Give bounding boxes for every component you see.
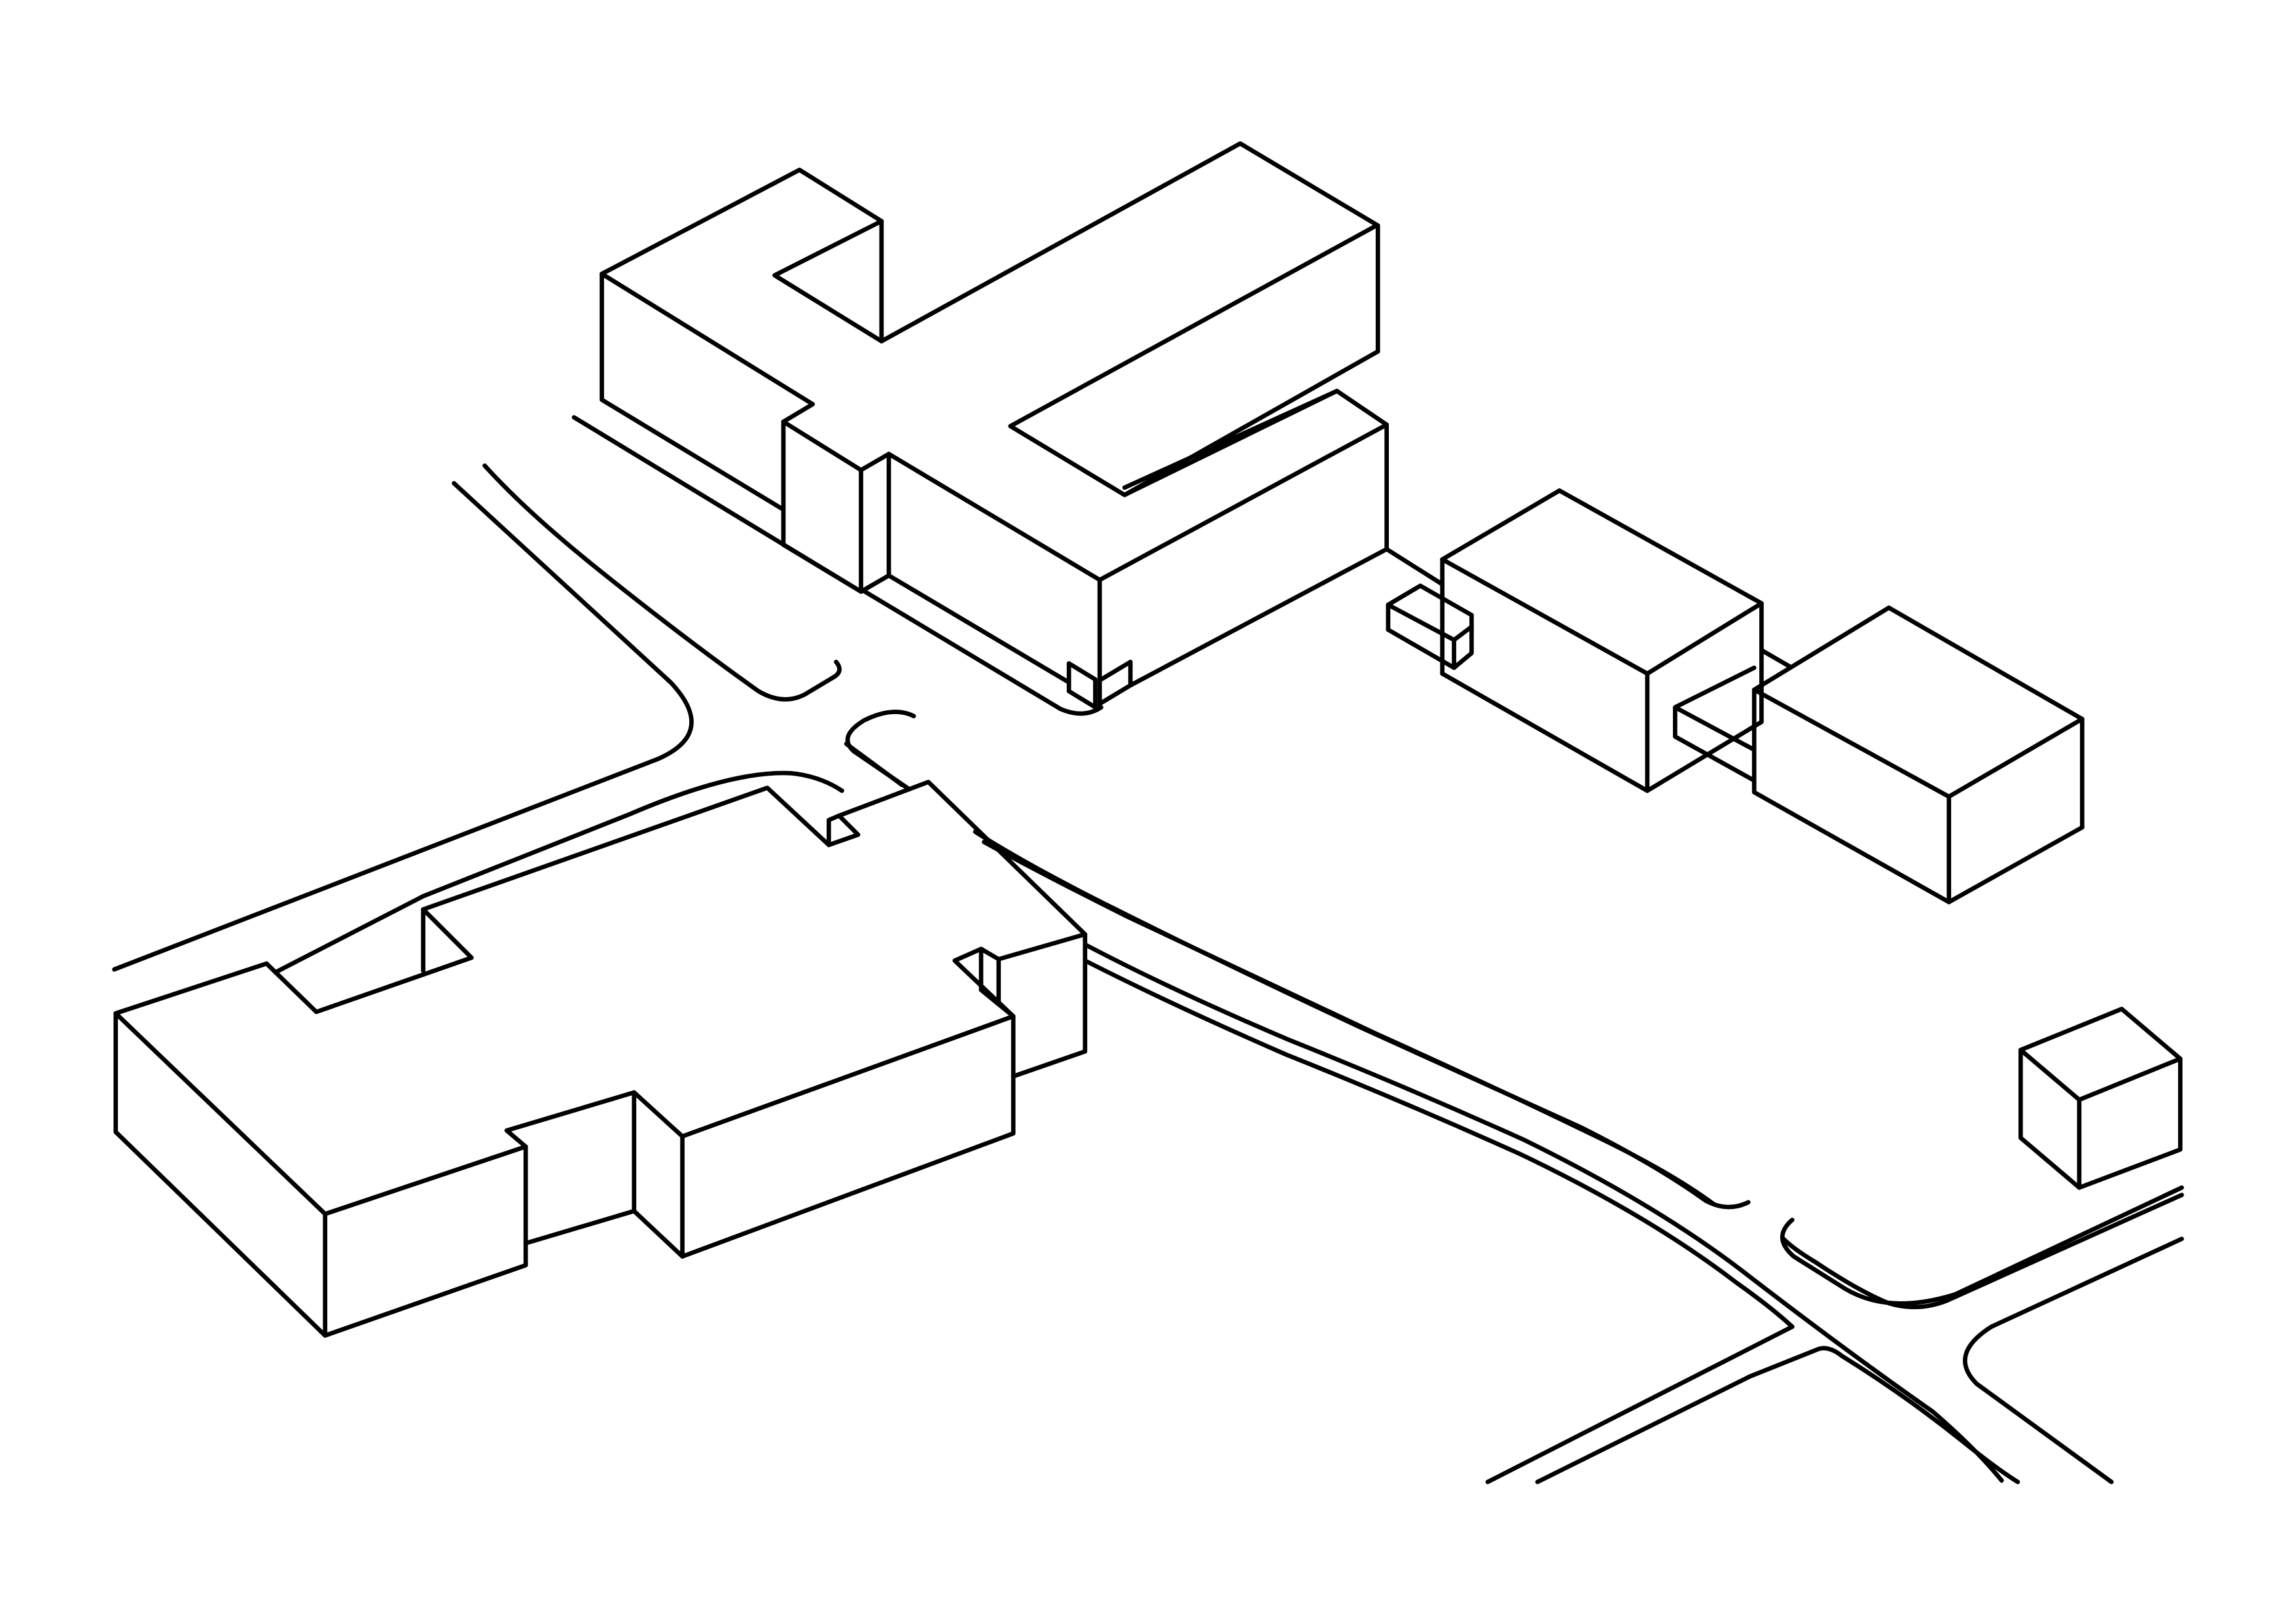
small-annex-block: [1386, 583, 1474, 670]
road-edge: [1780, 1185, 2184, 1306]
cube-building: [2018, 1007, 2183, 1190]
road-edge: [844, 742, 905, 787]
building-outline: [1440, 488, 1764, 793]
road-main-diagonal: [844, 710, 2020, 1485]
building-wall: [781, 419, 863, 594]
building-roof-edge: [772, 219, 884, 344]
road-edge: [1083, 942, 2004, 1483]
building-roof-edge: [600, 271, 816, 424]
entrance-canopy: [1066, 659, 1133, 710]
road-curb: [273, 770, 844, 975]
building-outline: [1386, 583, 1474, 670]
building-edge: [2018, 1047, 2183, 1190]
building-outline: [1673, 647, 1792, 783]
road-edge: [860, 588, 1103, 716]
east-building-connector: [1673, 647, 1792, 783]
building-outline: [600, 141, 1380, 497]
building-outline: [1751, 605, 2085, 905]
road-edge: [1781, 1193, 2184, 1310]
building-edge: [1386, 602, 1474, 670]
road-edge: [1384, 547, 1445, 586]
road-edge: [973, 829, 1751, 1210]
building-edge: [421, 813, 1088, 1004]
road-edge: [982, 840, 1715, 1206]
north-building-complex: [600, 141, 1390, 710]
road-edge: [1535, 1346, 2020, 1485]
building-wall: [1097, 422, 1390, 688]
building-edge: [1751, 687, 2085, 905]
road-edge: [112, 480, 694, 972]
road-upper-middle: [1384, 547, 1445, 586]
road-left: [112, 463, 842, 972]
road-edge: [1083, 958, 1795, 1485]
southwest-building: [113, 770, 1088, 1338]
building-wall: [600, 271, 786, 512]
road-edge: [482, 463, 842, 702]
road-right: [1963, 1236, 2184, 1485]
east-building-b: [1751, 605, 2085, 905]
road-edge: [1963, 1236, 2184, 1485]
building-outline: [2018, 1007, 2183, 1190]
building-edge: [323, 1090, 685, 1338]
roads-group: [112, 415, 2184, 1485]
building-roof-edge: [1122, 388, 1390, 497]
building-roof-edge: [1122, 388, 1339, 490]
road-lower-right: [1780, 1185, 2184, 1310]
building-edge: [1440, 557, 1764, 793]
east-building-a: [1440, 488, 1764, 793]
building-wall: [886, 573, 1071, 685]
building-wall: [859, 452, 891, 594]
